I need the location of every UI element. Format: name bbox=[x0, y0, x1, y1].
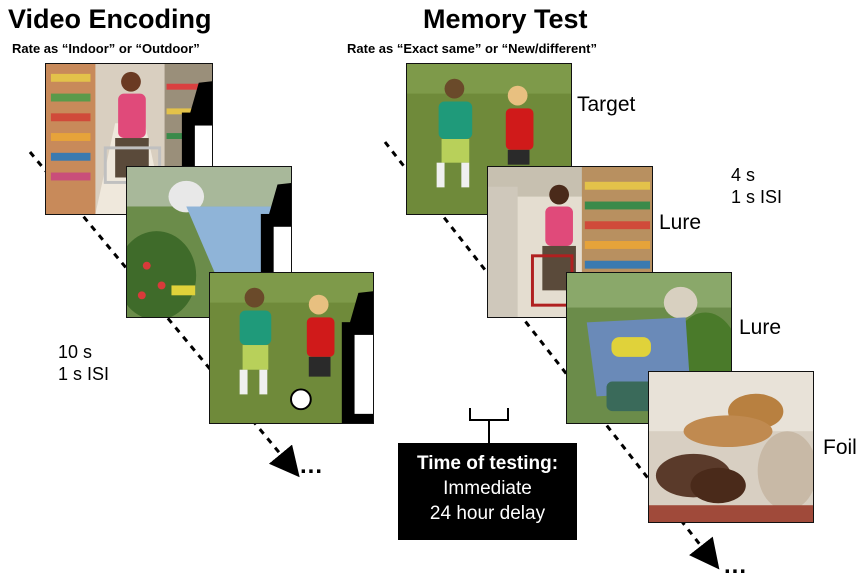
immediate-condition: Immediate bbox=[443, 478, 532, 499]
test-ellipsis: ... bbox=[724, 552, 748, 579]
lure-label-1: Lure bbox=[659, 211, 702, 234]
delay-condition: 24 hour delay bbox=[429, 503, 546, 524]
lure-label-2: Lure bbox=[739, 316, 782, 339]
test-timing: 4 s 1 s ISI bbox=[731, 164, 782, 208]
memory-test-subtitle: Rate as “Exact same” or “New/different” bbox=[347, 41, 597, 56]
encoding-title: Video Encoding bbox=[8, 4, 212, 34]
time-of-testing-box: Time of testing: Immediate 24 hour delay bbox=[398, 443, 577, 540]
test-isi: 1 s ISI bbox=[731, 187, 783, 207]
encoding-duration: 10 s bbox=[58, 342, 93, 362]
soccer-scene-image bbox=[210, 273, 373, 423]
encoding-subtitle: Rate as “Indoor” or “Outdoor” bbox=[12, 41, 200, 56]
memory-test-title: Memory Test bbox=[423, 4, 588, 34]
video-clapper-icon bbox=[341, 291, 373, 423]
encoding-timing: 10 s 1 s ISI bbox=[58, 341, 109, 385]
target-label: Target bbox=[577, 93, 636, 116]
encoding-isi: 1 s ISI bbox=[58, 364, 110, 384]
encoding-frame-soccer bbox=[209, 272, 374, 424]
test-frame-foil bbox=[648, 371, 814, 523]
gardening-scene-image bbox=[567, 273, 731, 423]
foil-label: Foil bbox=[823, 436, 857, 459]
testing-bracket bbox=[469, 408, 509, 443]
dogs-scene-image bbox=[649, 372, 813, 522]
encoding-ellipsis: ... bbox=[300, 452, 324, 479]
test-duration: 4 s bbox=[731, 165, 756, 185]
time-of-testing-heading: Time of testing: bbox=[416, 453, 559, 474]
